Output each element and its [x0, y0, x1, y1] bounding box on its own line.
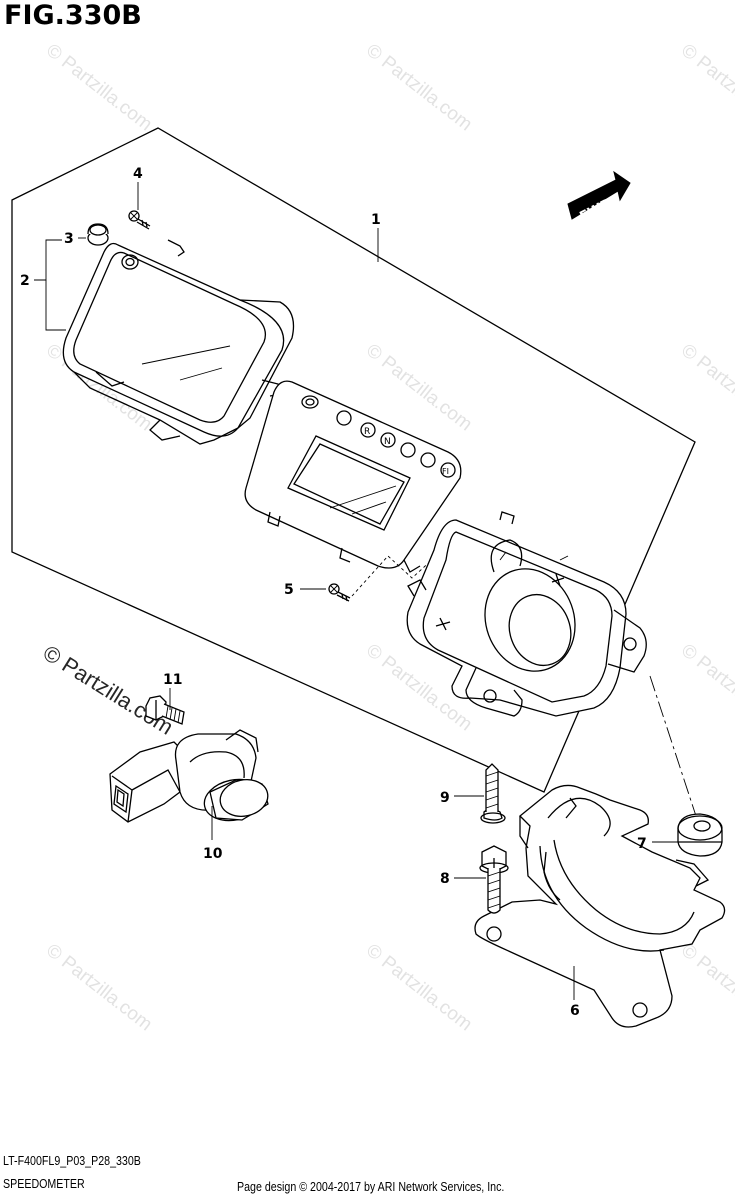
callout-11[interactable]: 11	[163, 672, 182, 688]
callout-2[interactable]: 2	[20, 273, 30, 289]
part-3-cap[interactable]	[87, 223, 109, 246]
leader-lines	[34, 182, 678, 1000]
callout-3[interactable]: 3	[64, 231, 74, 247]
callout-4[interactable]: 4	[133, 166, 143, 182]
indicator-n: N	[384, 437, 391, 447]
callout-8[interactable]: 8	[440, 871, 450, 887]
callout-10[interactable]: 10	[203, 846, 223, 862]
screw-5-guide	[351, 555, 435, 597]
callout-7[interactable]: 7	[637, 836, 647, 852]
copyright-notice: Page design © 2004-2017 by ARI Network S…	[237, 1179, 505, 1194]
part-7-grommet[interactable]	[677, 813, 723, 857]
part-6-bracket[interactable]	[474, 784, 726, 1028]
diagram-code: LT-F400FL9_P03_P28_330B	[3, 1153, 141, 1168]
section-name: SPEEDOMETER	[3, 1176, 85, 1191]
part-11-bolt[interactable]	[145, 695, 185, 725]
part-2-meter-cover[interactable]	[62, 239, 295, 445]
indicator-r: R	[364, 427, 370, 437]
callout-9[interactable]: 9	[440, 790, 450, 806]
meter-case	[406, 511, 647, 717]
part-8-bolt[interactable]	[479, 845, 509, 914]
part-9-screw[interactable]	[480, 763, 506, 824]
indicator-fi: FI	[442, 467, 449, 476]
part-4-screw[interactable]	[128, 210, 151, 230]
callout-6[interactable]: 6	[570, 1003, 580, 1019]
lcd-display-panel: R N FI	[244, 380, 462, 573]
fwd-arrow: FWD	[567, 170, 631, 225]
callout-1[interactable]: 1	[371, 212, 381, 228]
part-10-speed-sensor[interactable]	[109, 729, 271, 826]
centerline	[649, 675, 697, 817]
figure-title: FIG.330B	[4, 0, 142, 31]
callout-5[interactable]: 5	[284, 582, 294, 598]
part-5-screw[interactable]	[328, 583, 351, 602]
